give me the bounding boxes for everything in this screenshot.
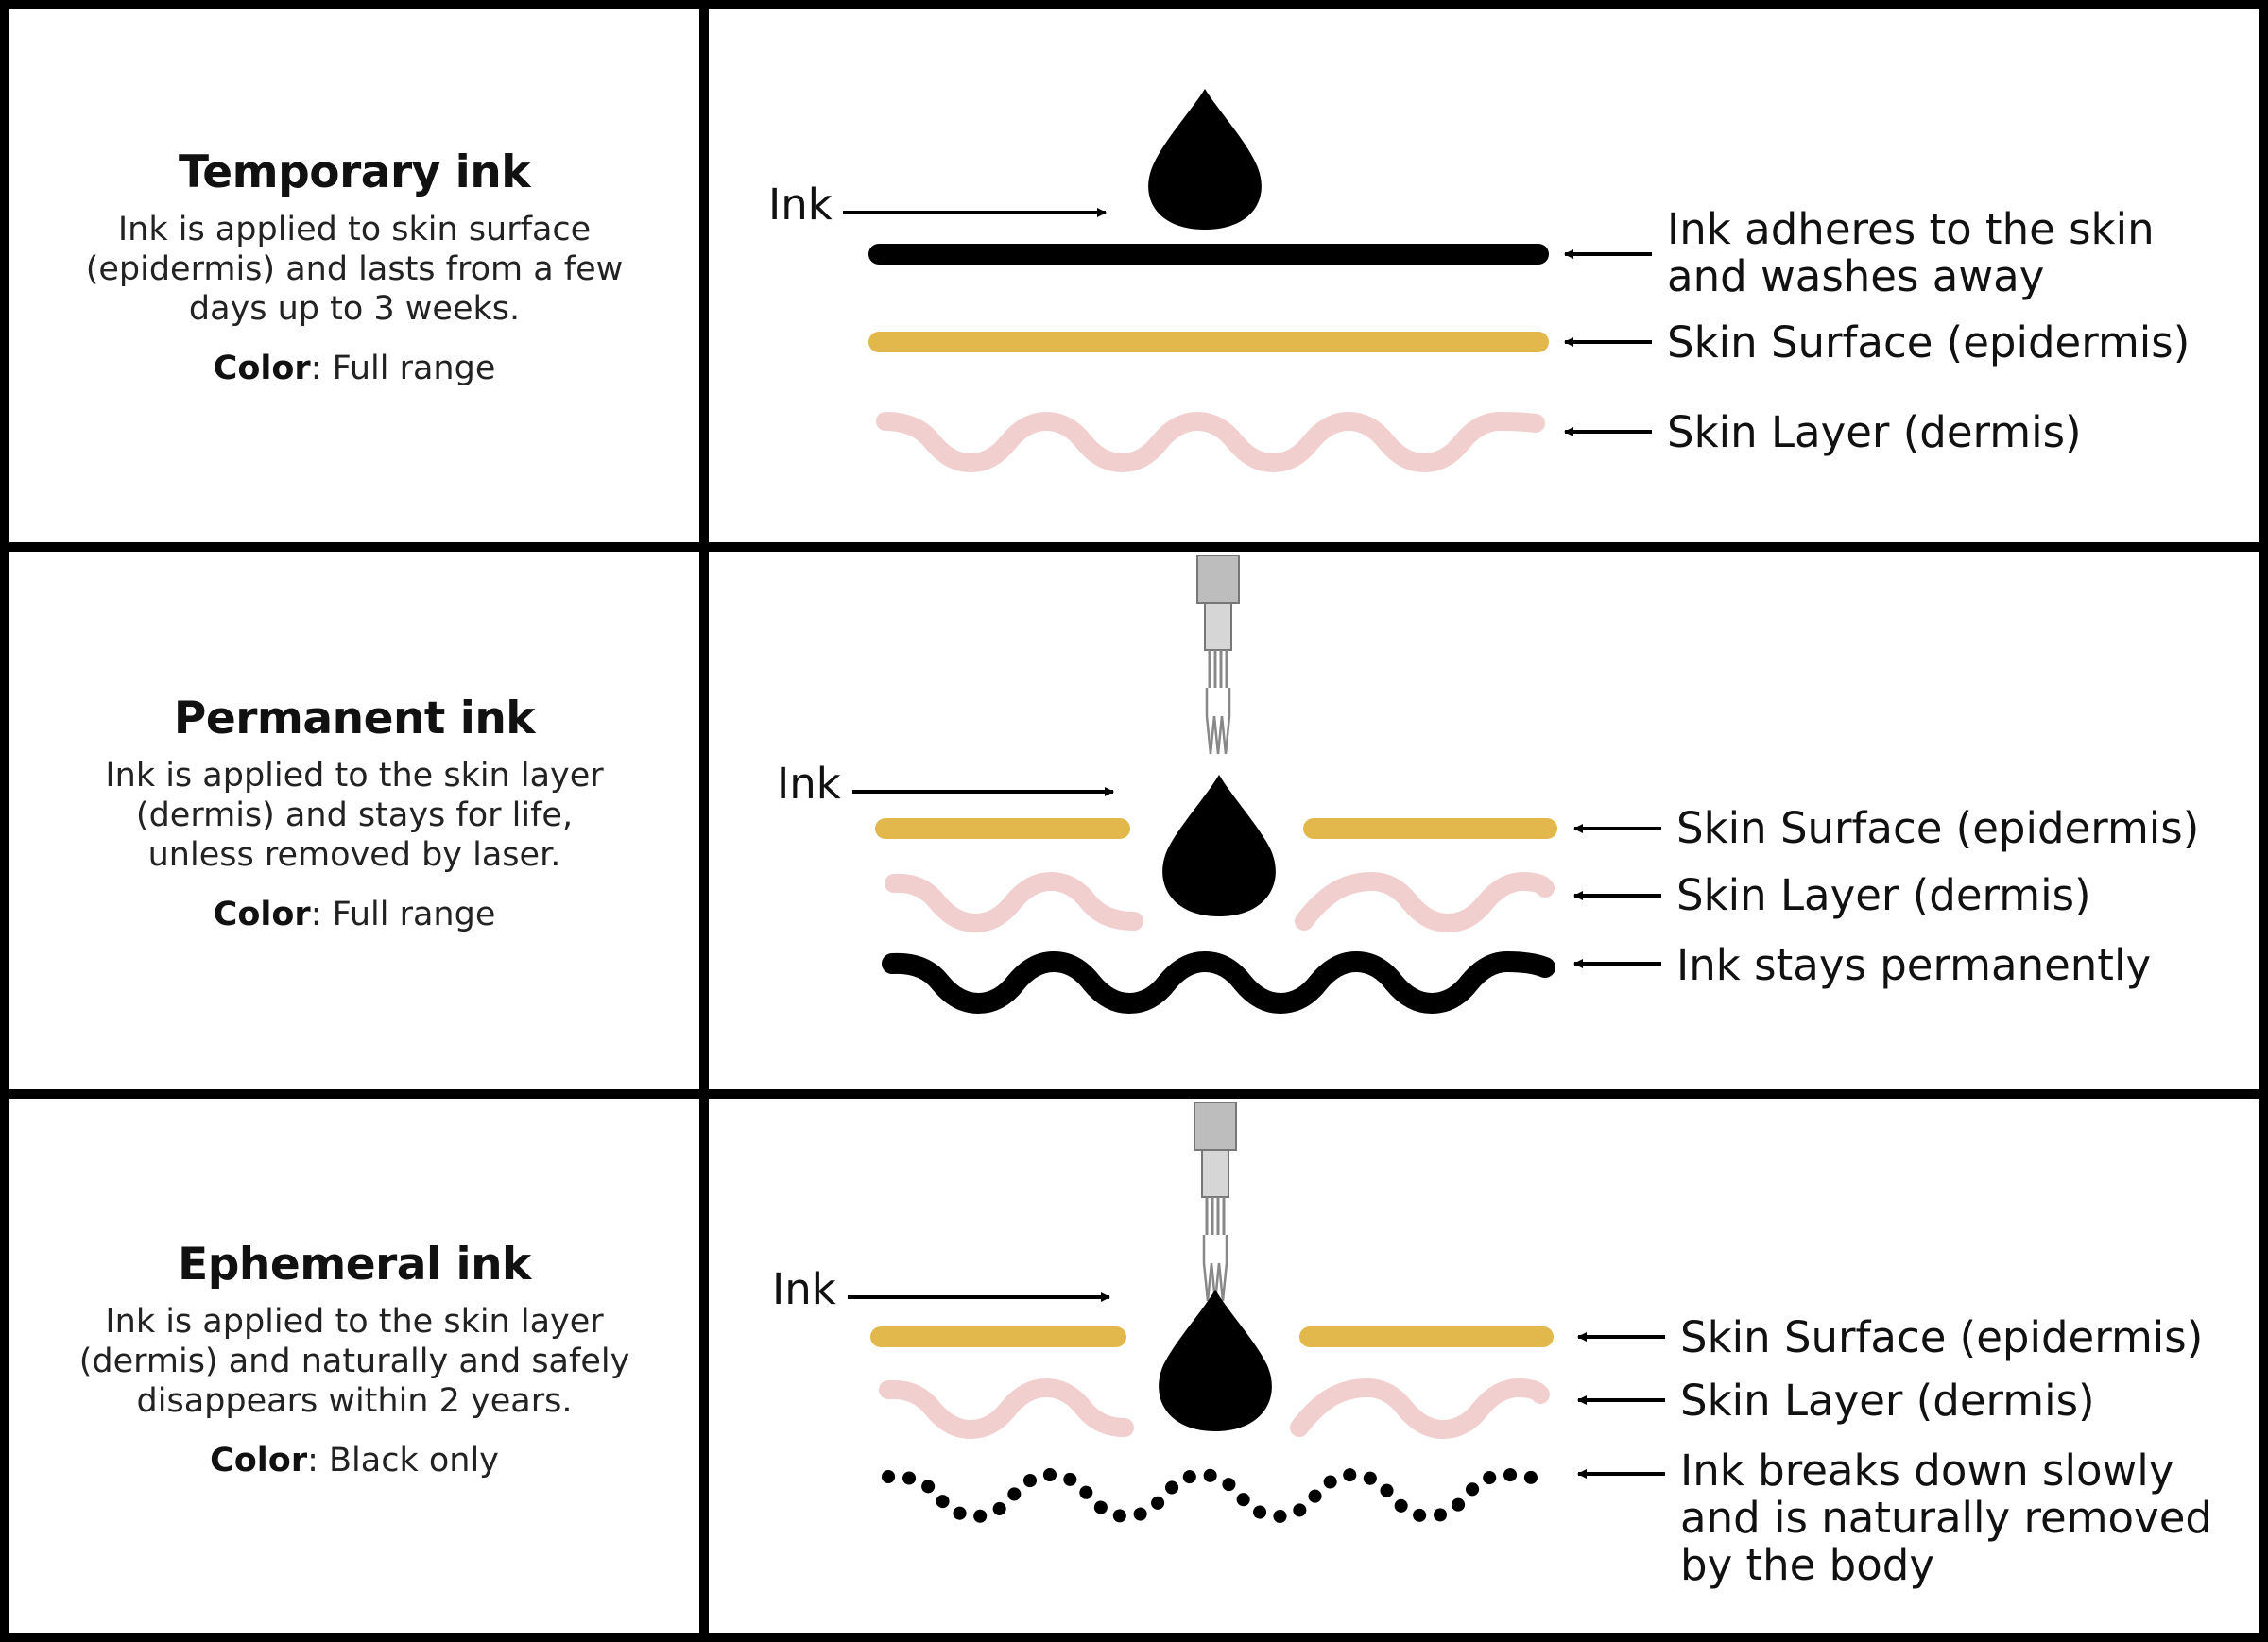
diagram-ephemeral: Ink Skin Surface (epidermis) Skin Layer … [772,1101,2225,1590]
description-line: unless removed by laser. [147,836,561,874]
callout-text: Skin Surface (epidermis) [1676,803,2199,853]
ink-label: Ink [772,1264,836,1314]
color-value: : Black only [307,1442,499,1480]
ink-label: Ink [768,180,833,230]
ink-drop-icon [1159,1290,1272,1431]
description-line: (epidermis) and lasts from a few [85,250,624,288]
color-info: Color: Full range [9,350,699,387]
callout-text: Skin Surface (epidermis) [1680,1312,2203,1362]
color-label: Color [210,1442,308,1480]
row-description: Ink is applied to the skin layer (dermis… [9,756,699,875]
color-value: : Full range [310,350,496,387]
diagram-permanent: Ink Skin Surface (epidermis) Skin Layer … [777,554,2199,1015]
ink-drop-icon [1148,89,1262,230]
dermis-layer-right [1295,871,1555,933]
ink-drop-icon [1162,775,1276,916]
dermis-layer [876,411,1545,473]
callout-text: Skin Layer (dermis) [1667,407,2082,457]
row-description: Ink is applied to the skin layer (dermis… [9,1302,699,1421]
color-label: Color [213,350,311,387]
description-line: Ink is applied to the skin layer [105,757,604,795]
description-line: Ink is applied to skin surface [117,211,592,248]
color-info: Color: Black only [9,1442,699,1480]
color-info: Color: Full range [9,896,699,933]
callout-text: Ink adheres to the skin and washes away [1667,204,2168,301]
color-value: : Full range [310,896,496,933]
ink-label: Ink [777,759,841,809]
row-ephemeral-text: Ephemeral ink Ink is applied to the skin… [9,1239,699,1480]
callout-text: Skin Layer (dermis) [1676,870,2091,920]
tattoo-needle-icon [1195,554,1241,756]
description-line: days up to 3 weeks. [188,290,521,328]
callout-line: and is naturally removed [1680,1493,2212,1543]
ink-layer-dotted [882,1467,1547,1524]
description-line: disappears within 2 years. [136,1382,573,1420]
dermis-layer-left [885,871,1143,933]
description-line: Ink is applied to the skin layer [105,1303,604,1341]
tattoo-needle-icon [1193,1101,1238,1303]
color-label: Color [213,896,311,933]
description-line: (dermis) and stays for life, [135,796,574,834]
description-line: (dermis) and naturally and safely [78,1343,630,1380]
callout-text: Skin Surface (epidermis) [1667,317,2190,368]
row-description: Ink is applied to skin surface (epidermi… [9,210,699,329]
callout-text: Ink breaks down slowly and is naturally … [1680,1445,2225,1590]
callout-line: by the body [1680,1540,1934,1590]
ink-layer-permanent [882,950,1555,1015]
callout-line: and washes away [1667,251,2044,301]
row-title: Temporary ink [178,146,531,198]
row-permanent-text: Permanent ink Ink is applied to the skin… [9,693,699,933]
dermis-layer-right [1290,1377,1550,1440]
row-temporary-text: Temporary ink Ink is applied to skin sur… [9,146,699,387]
callout-line: Ink adheres to the skin [1667,204,2155,254]
dermis-layer-left [879,1377,1134,1440]
callout-text: Skin Layer (dermis) [1680,1376,2095,1426]
diagram-temporary: Ink Ink adheres to the skin and washes a… [768,89,2190,473]
callout-text: Ink stays permanently [1676,940,2151,990]
row-title: Permanent ink [173,693,536,744]
row-title: Ephemeral ink [178,1239,531,1291]
callout-line: Ink breaks down slowly [1680,1445,2174,1496]
